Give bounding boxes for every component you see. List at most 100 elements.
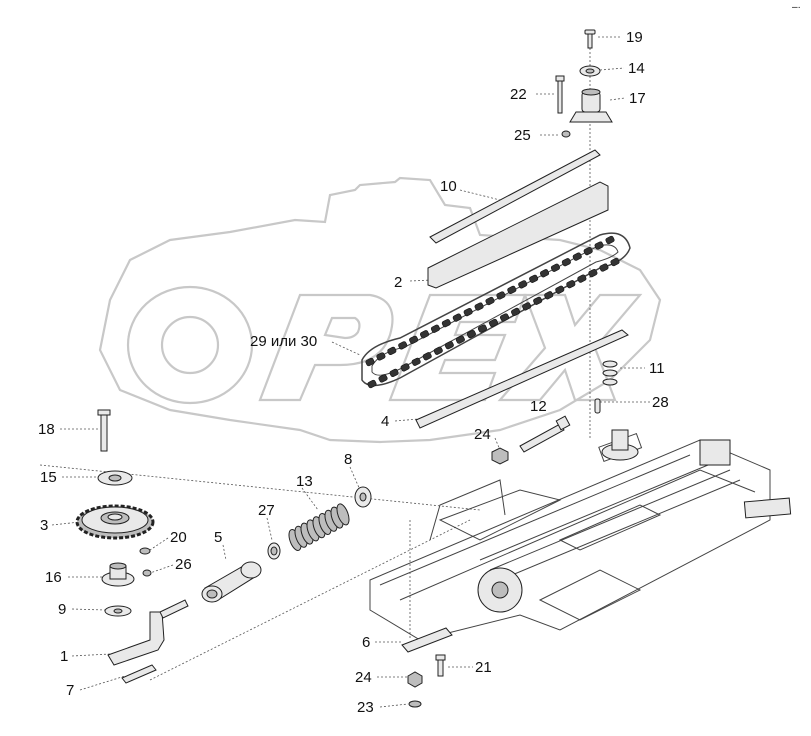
chain-link xyxy=(398,341,408,350)
chain-link xyxy=(496,291,506,300)
part-7-plate xyxy=(121,664,157,684)
part-25-nut xyxy=(561,130,571,138)
part-16-hub xyxy=(101,562,135,587)
chain-link xyxy=(420,330,430,339)
chain-link xyxy=(610,257,620,267)
chain-link xyxy=(433,346,443,355)
label-20: 20 xyxy=(170,529,187,546)
part-4-bottom-strip xyxy=(415,329,629,429)
part-1-bracket xyxy=(107,599,189,666)
chain-link xyxy=(444,341,454,350)
label-26: 26 xyxy=(175,556,192,573)
corner-mark: –· xyxy=(792,2,801,13)
part-3-sprocket xyxy=(75,504,155,540)
label-5: 5 xyxy=(214,529,222,546)
chain-link xyxy=(588,268,598,278)
label-25: 25 xyxy=(514,127,531,144)
label-29-30: 29 или 30 xyxy=(250,333,317,350)
chain-link xyxy=(409,335,419,344)
chain-link xyxy=(389,368,399,378)
chain-link xyxy=(507,285,517,295)
label-18: 18 xyxy=(38,421,55,438)
chain-link xyxy=(367,379,377,389)
label-17: 17 xyxy=(629,90,646,107)
chain-link xyxy=(522,302,532,311)
chain-link xyxy=(387,346,397,356)
part-12-bolt xyxy=(519,415,571,453)
part-17-sprocket-hub xyxy=(569,88,613,123)
label-9: 9 xyxy=(58,601,66,618)
chain-link xyxy=(488,318,499,328)
label-16: 16 xyxy=(45,569,62,586)
part-21-bolt xyxy=(435,654,446,677)
label-13: 13 xyxy=(296,473,313,490)
header-assembly xyxy=(369,429,792,641)
label-28: 28 xyxy=(652,394,669,411)
label-12: 12 xyxy=(530,398,547,415)
chain-link xyxy=(599,263,609,272)
label-8: 8 xyxy=(344,451,352,468)
chain-link xyxy=(544,291,554,300)
part-19-screw xyxy=(584,29,596,49)
chain-link xyxy=(561,258,571,267)
label-24-lower: 24 xyxy=(355,669,372,686)
chain-link xyxy=(572,252,582,261)
part-13-spring xyxy=(288,503,350,551)
label-7: 7 xyxy=(66,682,74,699)
part-28-pin xyxy=(594,398,601,414)
part-29-30-chain xyxy=(361,232,631,389)
chain-link xyxy=(485,296,495,306)
part-6-plate xyxy=(401,627,453,653)
chain-link xyxy=(577,274,587,283)
chain-link xyxy=(441,319,451,328)
part-27-ring xyxy=(267,542,281,560)
label-4: 4 xyxy=(381,413,389,430)
chain-link xyxy=(422,352,432,361)
chain-link xyxy=(376,352,386,361)
label-2: 2 xyxy=(394,274,402,291)
part-9-washer xyxy=(104,605,132,617)
chain-link xyxy=(594,241,604,250)
chain-link xyxy=(463,307,473,317)
label-11: 11 xyxy=(649,360,665,377)
spring-coil xyxy=(336,503,350,526)
part-8-washer xyxy=(354,486,372,508)
part-24-nut-lower xyxy=(407,671,423,688)
part-18-bolt xyxy=(97,409,111,452)
part-11-washers xyxy=(602,360,618,386)
label-1: 1 xyxy=(60,648,68,665)
label-19: 19 xyxy=(626,29,643,46)
label-10: 10 xyxy=(440,178,457,195)
chain-link xyxy=(466,329,476,339)
label-21: 21 xyxy=(475,659,492,676)
part-10-strip xyxy=(429,149,601,244)
chain-link xyxy=(540,269,550,278)
part-15-washer xyxy=(97,470,133,486)
chain-link xyxy=(474,302,484,311)
chain-link xyxy=(378,374,388,383)
label-3: 3 xyxy=(40,517,48,534)
label-22: 22 xyxy=(510,86,527,103)
chain-link xyxy=(511,307,521,317)
chain-link xyxy=(605,235,615,245)
label-24-upper: 24 xyxy=(474,426,491,443)
chain-link xyxy=(455,335,465,344)
label-15: 15 xyxy=(40,469,57,486)
part-labels: 19 14 22 17 25 10 2 29 или 30 11 28 12 4… xyxy=(38,29,669,716)
chain-link xyxy=(583,246,593,256)
part-2-guide-bar xyxy=(427,181,609,289)
chain-link xyxy=(533,296,543,305)
chain-link xyxy=(566,280,576,289)
chain-link xyxy=(529,274,539,283)
chain-link xyxy=(550,263,560,272)
label-27: 27 xyxy=(258,502,275,519)
label-6: 6 xyxy=(362,634,370,651)
chain-link xyxy=(411,357,421,366)
part-26-washer xyxy=(142,569,152,577)
part-22-bolt xyxy=(555,75,565,114)
part-14-washer xyxy=(579,65,601,77)
chain-link xyxy=(365,357,375,367)
watermark-logo xyxy=(98,176,662,444)
part-24-nut-upper xyxy=(491,447,509,465)
label-23: 23 xyxy=(357,699,374,716)
